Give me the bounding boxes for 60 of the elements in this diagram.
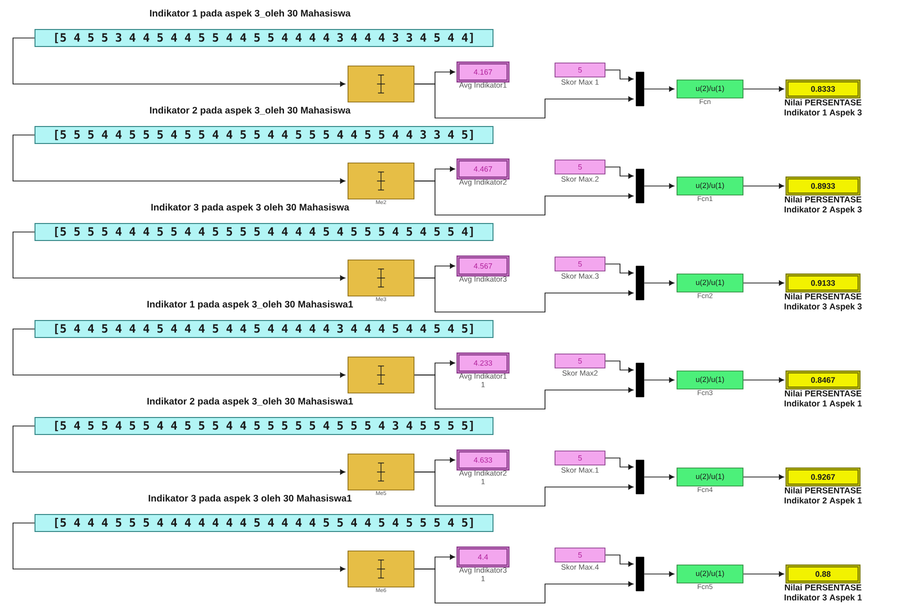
output-label: Nilai PERSENTASE Indikator 1 Aspek 1: [784, 390, 862, 408]
arrow: [644, 474, 674, 480]
block-title: Indikator 2 pada aspek 3_oleh 30 Mahasiswa: [150, 106, 351, 116]
output-label: Nilai PERSENTASE Indikator 1 Aspek 3: [784, 99, 862, 118]
arrow: [12, 232, 346, 281]
output-label: Nilai PERSENTASE Indikator 2 Aspek 1: [784, 487, 862, 506]
constant-block: [5 4 4 4 5 5 5 4 4 4 4 4 4 4 5 4 4 4 4 5 5 4 4 5 4 5 5 5 4 5]: [34, 514, 494, 532]
block-title: Indikator 1 pada aspek 3_oleh 30 Mahasiswa: [150, 10, 351, 18]
arrow: [743, 377, 784, 383]
mux-bar: [636, 72, 644, 106]
arrow: [605, 554, 634, 567]
arrow: [12, 38, 346, 87]
arrow: [12, 134, 346, 184]
arrow: [414, 374, 634, 410]
arrow: [644, 183, 674, 189]
arrow: [743, 183, 784, 189]
constant-block: [5 4 4 5 4 4 4 5 4 4 4 5 4 4 5 4 4 4 4 4 3 4 4 4 5 4 4 5 4 5]: [34, 320, 494, 338]
arrow: [743, 474, 784, 480]
display-block: 0.8467: [786, 370, 861, 390]
arrow: [605, 166, 634, 179]
arrow: [12, 328, 346, 378]
arrow: [414, 568, 634, 604]
block-title: Indikator 1 pada aspek 3_oleh 30 Mahasiswa1: [147, 300, 353, 310]
constant-block: [5 5 5 4 4 5 5 5 4 5 5 4 4 5 5 4 4 5 5 5 4 4 5 5 4 4 3 3 4 5]: [34, 126, 494, 144]
display-block: 0.8333: [786, 80, 861, 98]
display-block: 0.8933: [786, 176, 861, 196]
arrow: [12, 522, 346, 572]
arrow: [743, 280, 784, 286]
arrow: [644, 280, 674, 286]
output-label: Nilai PERSENTASE Indikator 3 Aspek 3: [784, 293, 862, 312]
arrow: [743, 86, 784, 92]
block-title: Indikator 2 pada aspek 3_oleh 30 Mahasiswa1: [147, 398, 353, 406]
output-label: Nilai PERSENTASE Indikator 3 Aspek 1: [784, 584, 862, 602]
arrow: [605, 264, 634, 276]
arrow: [414, 84, 634, 118]
arrow: [644, 377, 674, 383]
arrow: [414, 278, 634, 312]
arrow: [605, 70, 634, 82]
constant-block: [5 4 5 5 3 4 4 5 4 4 5 5 4 4 5 5 4 4 4 4 3 4 4 4 3 3 4 5 4 4]: [34, 29, 494, 47]
arrow: [605, 458, 634, 470]
mux-bar: [636, 168, 644, 204]
constant-block: [5 5 5 5 4 4 4 5 5 4 4 5 5 5 5 4 4 4 4 5 4 5 5 5 4 5 4 5 5 4]: [34, 223, 494, 241]
display-block: 0.9133: [786, 274, 861, 292]
mux-bar: [636, 362, 644, 398]
arrow: [414, 472, 634, 506]
arrow: [414, 180, 634, 216]
arrow: [743, 571, 784, 577]
block-title: Indikator 3 pada aspek 3 oleh 30 Mahasiswa1: [148, 494, 352, 504]
mux-bar: [636, 556, 644, 592]
arrow: [644, 86, 674, 92]
output-label: Nilai PERSENTASE Indikator 2 Aspek 3: [784, 196, 862, 214]
arrow: [644, 571, 674, 577]
display-block: 0.9267: [786, 468, 861, 486]
block-title: Indikator 3 pada aspek 3 oleh 30 Mahasiswa: [151, 204, 350, 212]
display-block: 0.88: [786, 564, 861, 584]
arrow: [12, 426, 346, 475]
constant-block: [5 4 5 5 4 5 5 4 4 5 5 5 4 4 5 5 5 5 5 4 5 5 5 4 3 4 5 5 5 5]: [34, 417, 494, 435]
mux-bar: [636, 460, 644, 494]
mux-bar: [636, 266, 644, 300]
arrow: [605, 360, 634, 373]
